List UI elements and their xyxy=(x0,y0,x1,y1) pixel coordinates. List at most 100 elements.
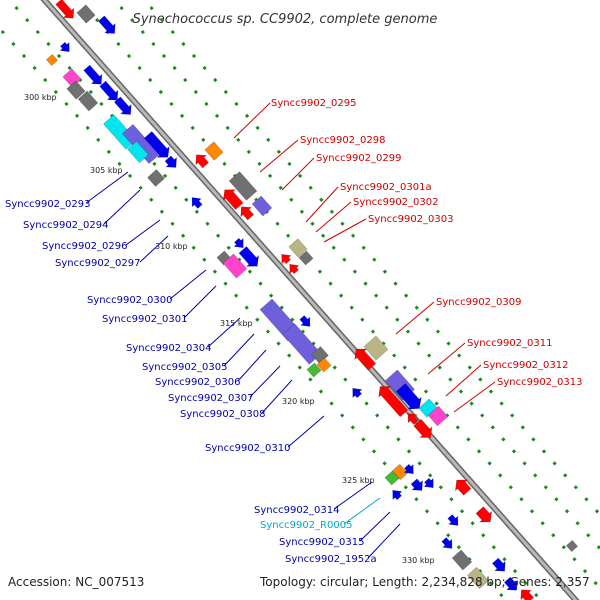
gene-shape-63 xyxy=(565,539,579,553)
gene-feature-40 xyxy=(354,348,377,371)
gene-feature-24 xyxy=(288,238,308,258)
gene-label-0294[interactable]: Syncc9902_0294 xyxy=(23,220,109,231)
gene-label-0304[interactable]: Syncc9902_0304 xyxy=(126,343,212,354)
gene-feature-57 xyxy=(441,537,453,549)
gene-feature-46 xyxy=(413,418,433,438)
gene-feature-30 xyxy=(238,246,260,267)
gene-shape-15 xyxy=(147,169,165,187)
gene-shape-25 xyxy=(298,250,314,266)
gene-label-0300[interactable]: Syncc9902_0300 xyxy=(87,295,173,306)
gene-shape-53 xyxy=(423,477,434,489)
gene-label-0302[interactable]: Syncc9902_0302 xyxy=(353,197,439,208)
guide-track-3 xyxy=(112,0,600,551)
gene-feature-25 xyxy=(298,250,314,266)
gene-label-0307[interactable]: Syncc9902_0307 xyxy=(168,393,254,404)
gene-shape-24 xyxy=(288,238,308,258)
right-gene-labels: Syncc9902_0295 Syncc9902_0298 Syncc9902_… xyxy=(271,98,583,388)
kbp-tick-315: 315 kbp xyxy=(220,319,253,328)
leader-line-12 xyxy=(125,219,161,246)
gene-shape-18 xyxy=(195,154,210,169)
gene-feature-4 xyxy=(59,41,70,53)
gene-label-1952a[interactable]: Syncc9902_1952a xyxy=(285,554,377,565)
gene-feature-33 xyxy=(282,323,322,365)
gene-label-0301a[interactable]: Syncc9902_0301a xyxy=(340,182,432,193)
gene-feature-37 xyxy=(316,357,332,373)
gene-feature-60 xyxy=(491,557,506,572)
gene-label-0298[interactable]: Syncc9902_0298 xyxy=(300,135,386,146)
gene-feature-36 xyxy=(306,362,322,378)
gene-feature-45 xyxy=(427,405,449,427)
gene-label-0295[interactable]: Syncc9902_0295 xyxy=(271,98,357,109)
gene-label-0301[interactable]: Syncc9902_0301 xyxy=(102,314,188,325)
gene-shape-3 xyxy=(45,53,59,67)
gene-label-0297[interactable]: Syncc9902_0297 xyxy=(55,258,141,269)
gene-label-R0005[interactable]: Syncc9902_R0005 xyxy=(260,520,352,531)
gene-shape-37 xyxy=(316,357,332,373)
gene-feature-38 xyxy=(352,387,363,399)
gene-shape-40 xyxy=(354,348,377,371)
gene-label-0310[interactable]: Syncc9902_0310 xyxy=(205,443,291,454)
gene-label-0305[interactable]: Syncc9902_0305 xyxy=(142,362,228,373)
leader-line-19 xyxy=(249,365,281,398)
leader-line-4 xyxy=(315,201,352,233)
leader-line-8 xyxy=(445,364,482,397)
gene-shape-55 xyxy=(475,506,493,523)
gene-label-0309[interactable]: Syncc9902_0309 xyxy=(436,297,522,308)
gene-shape-22 xyxy=(251,195,273,217)
leader-lines xyxy=(85,102,496,559)
gene-label-0315[interactable]: Syncc9902_0315 xyxy=(279,537,365,548)
gene-shape-54 xyxy=(454,479,472,496)
gene-shape-9 xyxy=(99,80,119,101)
gene-feature-23 xyxy=(240,206,255,221)
gene-feature-51 xyxy=(410,478,423,491)
gene-label-0312[interactable]: Syncc9902_0312 xyxy=(483,360,569,371)
leader-line-7 xyxy=(427,342,466,375)
gene-shape-42 xyxy=(395,383,422,410)
gene-label-0306[interactable]: Syncc9902_0306 xyxy=(155,377,241,388)
gene-shape-10 xyxy=(113,96,132,115)
summary-label: Topology: circular; Length: 2,234,828 bp… xyxy=(259,575,590,589)
leader-line-9 xyxy=(453,381,496,413)
gene-shape-34 xyxy=(299,315,311,327)
gene-shape-27 xyxy=(289,263,300,275)
gene-shape-29 xyxy=(222,253,248,279)
gene-feature-14 xyxy=(127,140,149,164)
gene-feature-47 xyxy=(407,413,419,425)
gene-shape-26 xyxy=(281,253,292,265)
gene-label-0293[interactable]: Syncc9902_0293 xyxy=(5,199,91,210)
gene-feature-9 xyxy=(99,80,119,101)
gene-shape-47 xyxy=(407,413,419,425)
gene-label-0311[interactable]: Syncc9902_0311 xyxy=(467,338,553,349)
gene-feature-49 xyxy=(384,470,400,486)
gene-feature-29 xyxy=(222,253,248,279)
gene-shape-33 xyxy=(282,323,322,365)
gene-feature-22 xyxy=(251,195,273,217)
map-title: Synechococcus sp. CC9902, complete genom… xyxy=(133,12,438,27)
gene-feature-20 xyxy=(228,171,258,201)
gene-shape-19 xyxy=(204,141,224,161)
leader-line-20 xyxy=(261,379,293,414)
gene-shape-45 xyxy=(427,405,449,427)
gene-shape-31 xyxy=(233,237,244,249)
leader-line-22 xyxy=(333,481,373,510)
gene-label-0296[interactable]: Syncc9902_0296 xyxy=(42,241,128,252)
gene-shape-52 xyxy=(392,489,403,501)
gene-feature-63 xyxy=(565,539,579,553)
gene-features xyxy=(45,0,579,600)
gene-feature-59 xyxy=(467,566,489,590)
gene-feature-16 xyxy=(164,155,177,168)
gene-label-0299[interactable]: Syncc9902_0299 xyxy=(316,153,402,164)
leader-line-25 xyxy=(367,523,401,559)
gene-shape-46 xyxy=(413,418,433,438)
leader-line-21 xyxy=(287,415,325,448)
gene-label-0308[interactable]: Syncc9902_0308 xyxy=(180,409,266,420)
gene-shape-23 xyxy=(240,206,255,221)
gene-label-0313[interactable]: Syncc9902_0313 xyxy=(497,377,583,388)
gene-shape-56 xyxy=(447,514,459,526)
gene-feature-39 xyxy=(363,335,389,361)
gene-feature-1 xyxy=(76,4,96,24)
gene-label-0303[interactable]: Syncc9902_0303 xyxy=(368,214,454,225)
gene-shape-2 xyxy=(97,15,116,34)
gene-label-0314[interactable]: Syncc9902_0314 xyxy=(254,505,340,516)
gene-shape-49 xyxy=(384,470,400,486)
